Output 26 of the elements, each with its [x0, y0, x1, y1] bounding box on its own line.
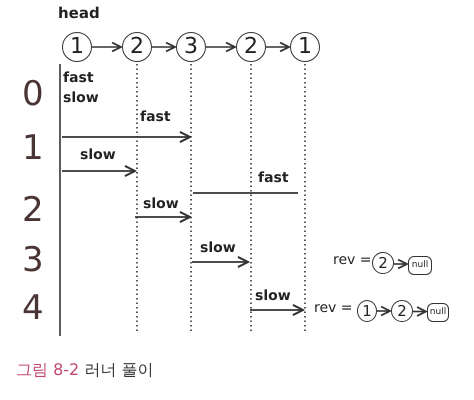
arrow	[377, 306, 391, 316]
list-node-circle: 2	[391, 300, 413, 322]
list-node-circle: 3	[176, 32, 206, 62]
arrow	[413, 306, 427, 317]
list-node-circle: 2	[372, 252, 394, 274]
step-number: 0	[22, 76, 44, 114]
step-number: 2	[22, 192, 44, 230]
null-node-box: null	[427, 302, 449, 322]
variable-label: rev =	[314, 301, 353, 316]
list-node-circle: 1	[62, 32, 92, 62]
list-node-circle: 1	[290, 32, 320, 62]
arrow	[92, 42, 122, 52]
variable-label: rev =	[333, 253, 372, 268]
list-node-circle: 2	[122, 32, 152, 62]
list-node-circle: 1	[357, 300, 377, 322]
arrow	[394, 258, 408, 270]
arrow	[266, 42, 290, 52]
list-node-circle: 2	[236, 32, 266, 62]
step-number: 3	[22, 242, 44, 280]
arrow	[206, 42, 236, 52]
step-number: 1	[22, 130, 44, 168]
figure-caption: 그림 8-2 러너 풀이	[16, 360, 154, 381]
step-number: 4	[22, 290, 44, 328]
null-node-box: null	[408, 256, 432, 274]
pointer-label: head	[58, 4, 100, 22]
arrow	[152, 42, 176, 52]
